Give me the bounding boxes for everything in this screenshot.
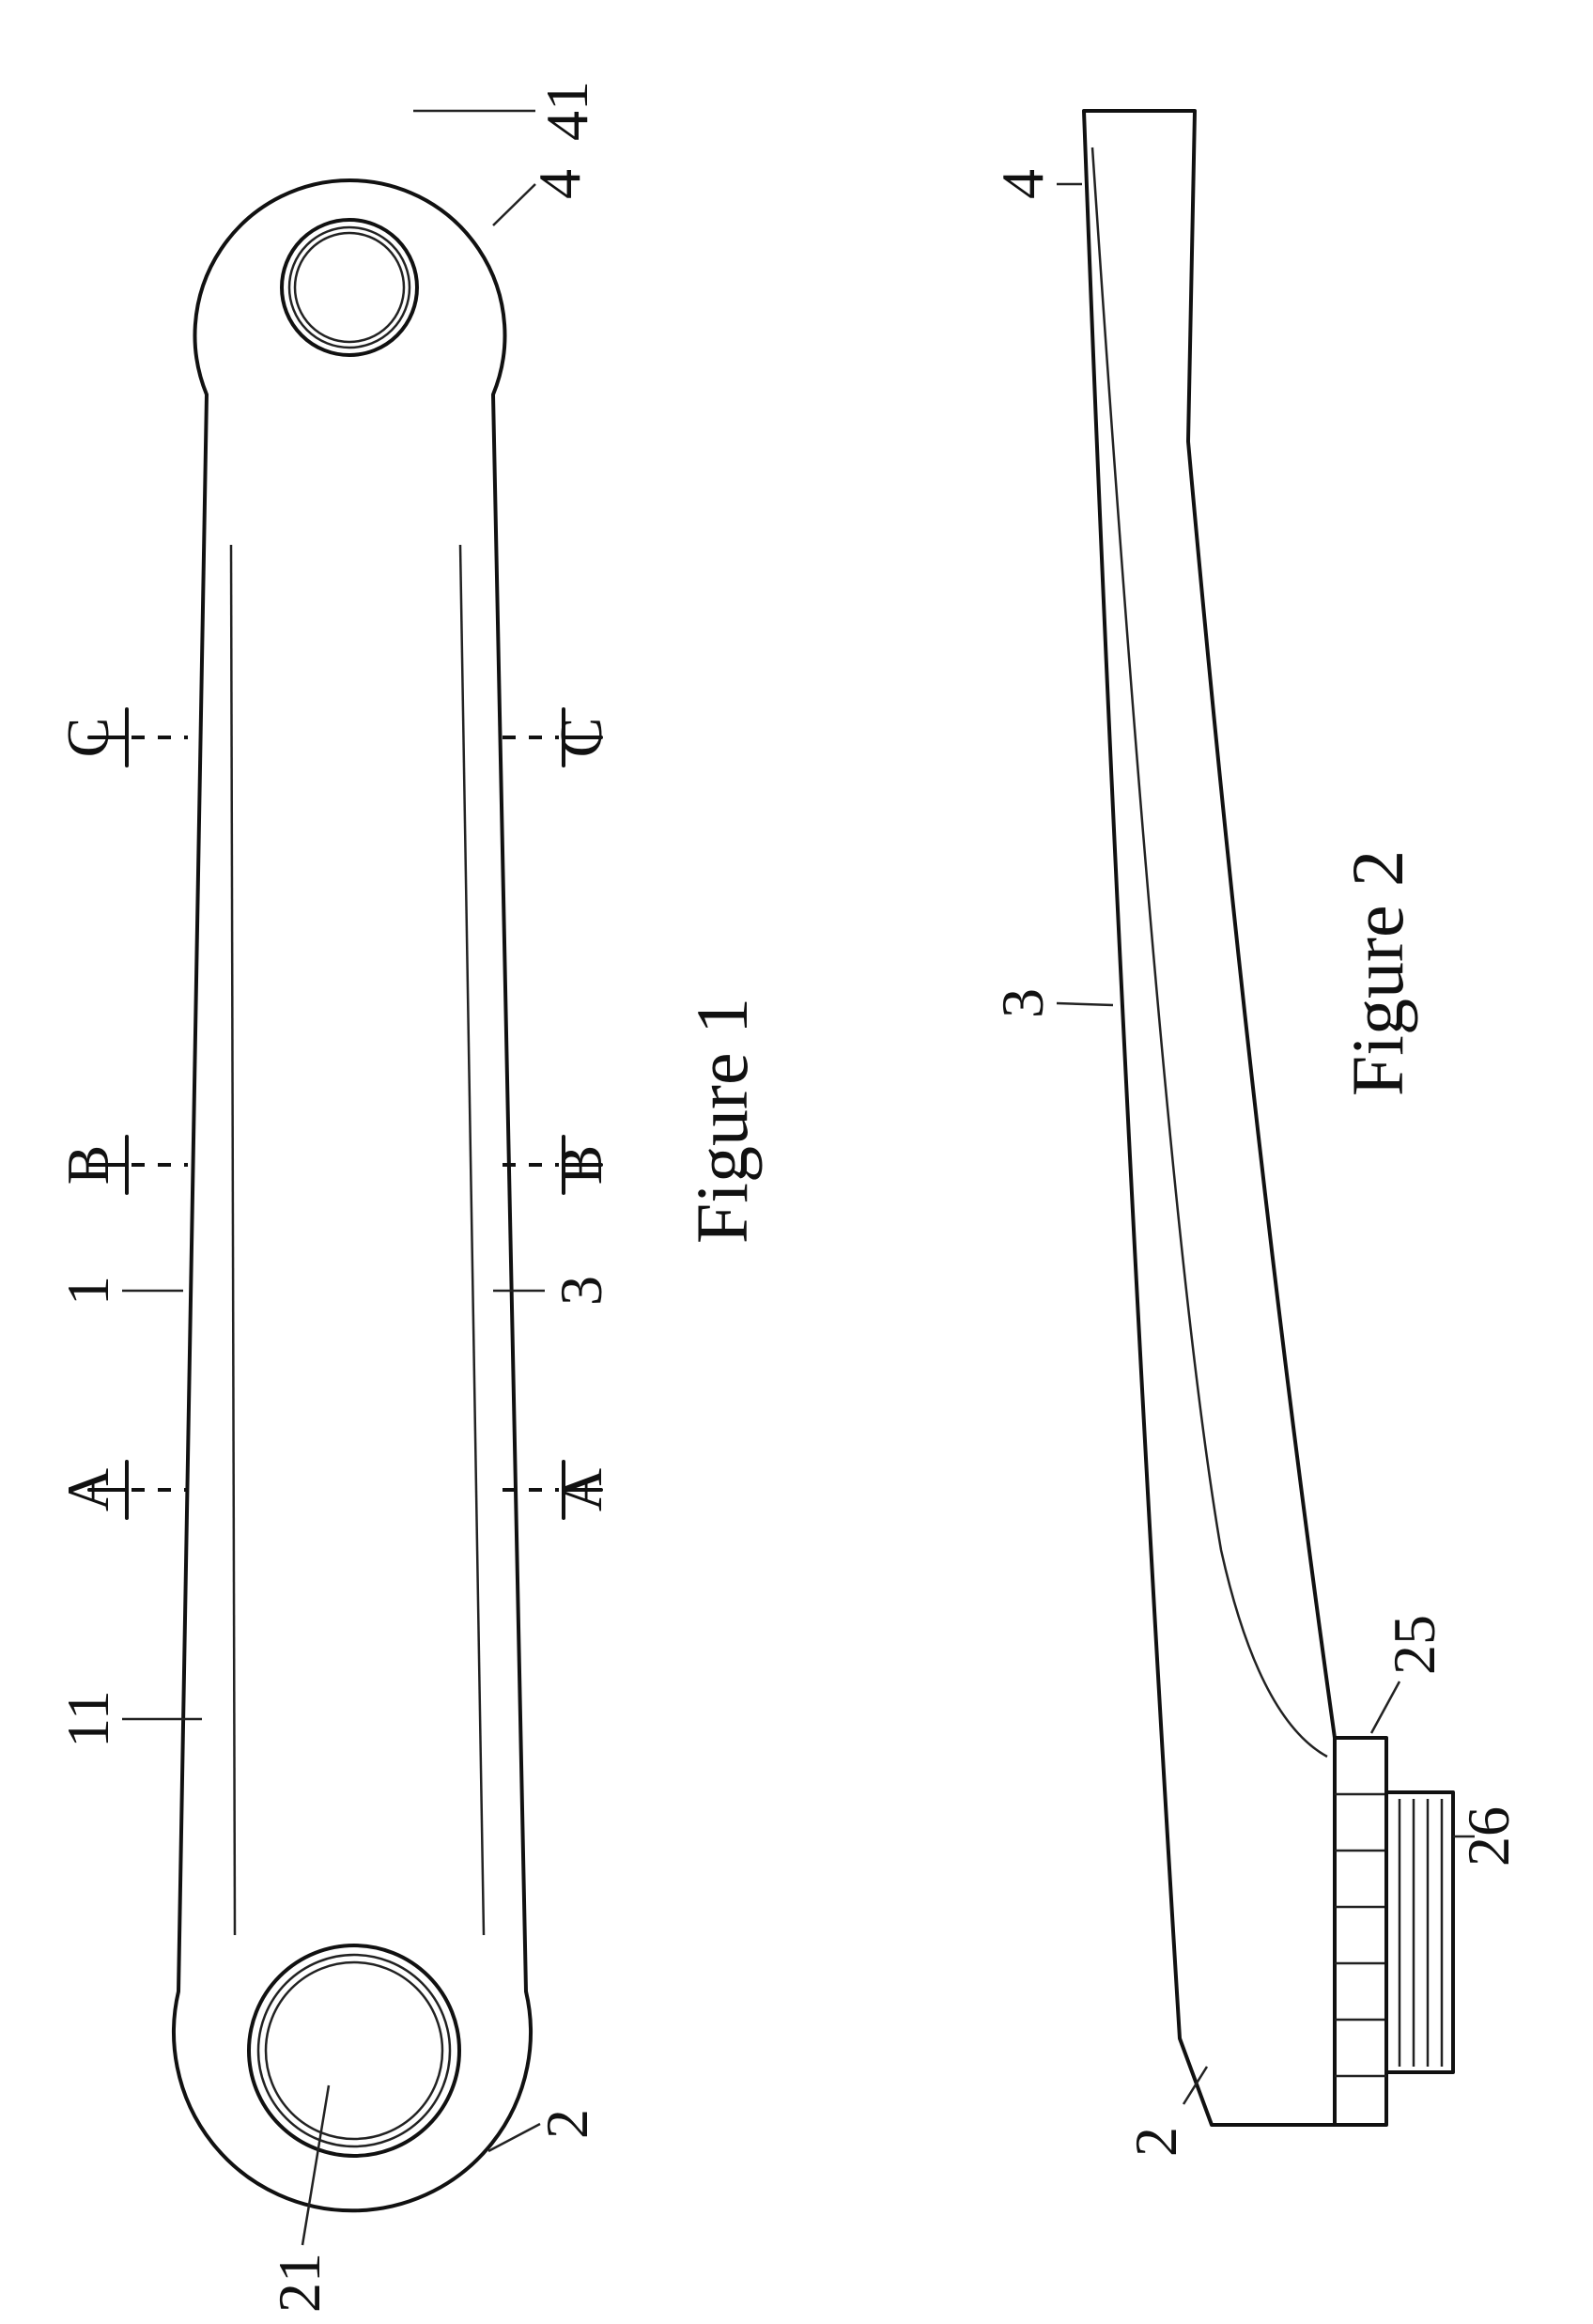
section-lines xyxy=(89,709,601,1518)
label-4: 4 xyxy=(526,169,593,199)
side-inner-edge xyxy=(1092,147,1327,1757)
label-2: 2 xyxy=(534,2109,600,2139)
leader-lines xyxy=(122,111,545,2245)
label-3: 3 xyxy=(548,1276,614,1306)
label-b-bottom: B xyxy=(548,1145,614,1185)
inner-edge-left xyxy=(231,545,235,1935)
label-a-bottom: A xyxy=(548,1468,614,1511)
label-21: 21 xyxy=(266,2253,333,2313)
threaded-portion-26 xyxy=(1386,1792,1453,2072)
figure-2-caption: Figure 2 xyxy=(1337,850,1418,1096)
figure-2: 4 3 25 26 2 Figure 2 xyxy=(989,111,1522,2157)
label-1: 1 xyxy=(54,1276,121,1306)
label-41: 41 xyxy=(534,81,600,141)
side-arm-outline xyxy=(1084,111,1335,2125)
spindle-boss-25 xyxy=(1335,1738,1386,2125)
label-b-top: B xyxy=(54,1145,121,1185)
side-label-3: 3 xyxy=(989,988,1056,1018)
inner-edge-right xyxy=(460,545,484,1935)
side-label-26: 26 xyxy=(1455,1806,1522,1867)
side-leader-lines xyxy=(1057,184,1475,2104)
side-label-25: 25 xyxy=(1381,1615,1447,1675)
figure-1: 41 4 C C B B 1 3 A A 11 2 21 Figure 1 xyxy=(54,81,763,2313)
label-c-top: C xyxy=(54,718,121,758)
crank-arm-outline xyxy=(174,180,531,2210)
pedal-hole-41 xyxy=(282,220,417,355)
label-c-bottom: C xyxy=(548,718,614,758)
side-label-2: 2 xyxy=(1122,2127,1189,2157)
label-11: 11 xyxy=(54,1690,121,1748)
label-a-top: A xyxy=(54,1468,121,1511)
side-label-4: 4 xyxy=(989,169,1056,199)
figure-1-caption: Figure 1 xyxy=(681,998,763,1244)
spindle-hole-21 xyxy=(249,1945,459,2156)
